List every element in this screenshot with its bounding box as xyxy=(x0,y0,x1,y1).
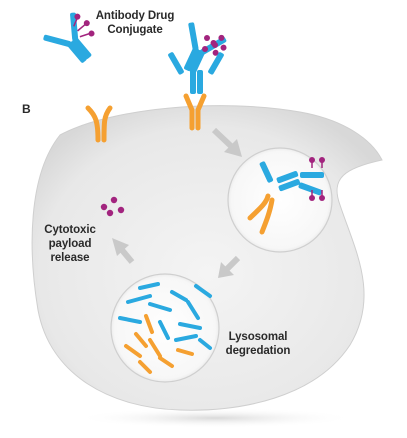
adc-free-1 xyxy=(43,12,95,63)
payload-dot xyxy=(319,195,325,201)
cytotoxic-label-line-3: release xyxy=(50,252,90,264)
lysosomal-label-line-1: Lysosomal xyxy=(228,331,288,343)
payload-dot xyxy=(212,49,219,56)
payload-dot xyxy=(309,157,315,163)
payload-dot xyxy=(309,195,315,201)
diagram-title-line-2: Conjugate xyxy=(107,24,163,36)
payload-dot xyxy=(212,42,218,48)
payload-dot xyxy=(83,20,90,27)
released-payload xyxy=(100,196,125,217)
cytotoxic-label-line-1: Cytotoxic xyxy=(44,224,96,236)
payload-dot xyxy=(218,34,225,41)
arrow-internalization xyxy=(211,127,242,157)
payload-dot xyxy=(220,44,227,51)
lysosomal-label-line-2: degredation xyxy=(225,345,291,357)
degraded-fragments xyxy=(118,282,212,374)
adc-internalized xyxy=(247,157,325,235)
endosome-vesicle xyxy=(227,147,333,253)
payload-dot xyxy=(319,157,325,163)
payload-dot xyxy=(74,13,81,20)
arrow-to-lysosome xyxy=(218,255,241,278)
payload-dot xyxy=(202,46,208,52)
payload-dot xyxy=(204,35,210,41)
cell-shadow xyxy=(75,408,355,428)
arrow-payload-release xyxy=(112,238,135,264)
receptor-free xyxy=(85,105,113,143)
payload-dot xyxy=(88,30,95,37)
cytotoxic-label-line-2: payload xyxy=(48,238,92,250)
panel-label: B xyxy=(22,102,31,116)
diagram-title-line-1: Antibody Drug xyxy=(95,10,175,22)
adc-bound-surface xyxy=(168,35,224,131)
